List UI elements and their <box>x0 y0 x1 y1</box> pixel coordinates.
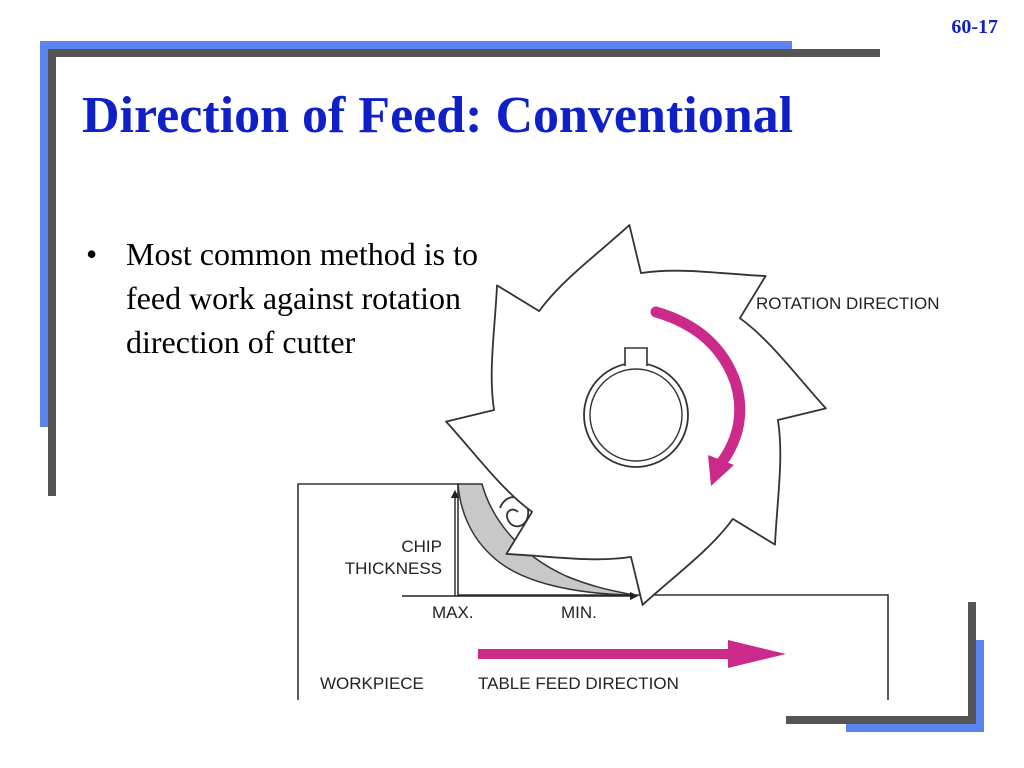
frame-accent-top-blue <box>40 41 792 49</box>
workpiece-outline <box>297 483 889 700</box>
rotation-arrow <box>650 306 746 468</box>
chip-label: CHIP <box>401 537 442 556</box>
bullet-marker: • <box>86 236 98 272</box>
frame-accent-bottom-blue <box>846 724 984 732</box>
frame-accent-right-blue <box>976 640 984 732</box>
workpiece-label: WORKPIECE <box>320 674 424 693</box>
frame-accent-bottom-gray <box>786 716 976 724</box>
frame-accent-right-gray <box>968 602 976 724</box>
table-feed-direction-label: TABLE FEED DIRECTION <box>478 674 679 693</box>
frame-accent-top-gray <box>48 49 880 57</box>
frame-accent-left-blue <box>40 41 48 427</box>
thickness-label: THICKNESS <box>345 559 442 578</box>
slide-number: 60-17 <box>951 16 998 38</box>
min-label: MIN. <box>561 603 597 622</box>
rotation-direction-label: ROTATION DIRECTION <box>756 294 940 313</box>
frame-accent-left-gray <box>48 49 56 496</box>
keyway <box>624 347 648 366</box>
bullet-list: • Most common method is to feed work aga… <box>86 232 506 364</box>
max-label: MAX. <box>432 603 474 622</box>
rotation-arrowhead <box>708 455 734 486</box>
table-feed-arrow-shaft <box>478 649 730 659</box>
table-feed-arrowhead <box>728 640 786 668</box>
slide-title: Direction of Feed: Conventional <box>82 87 794 144</box>
arbor-hole-inner <box>589 368 683 462</box>
bullet-item: Most common method is to feed work again… <box>126 236 478 360</box>
